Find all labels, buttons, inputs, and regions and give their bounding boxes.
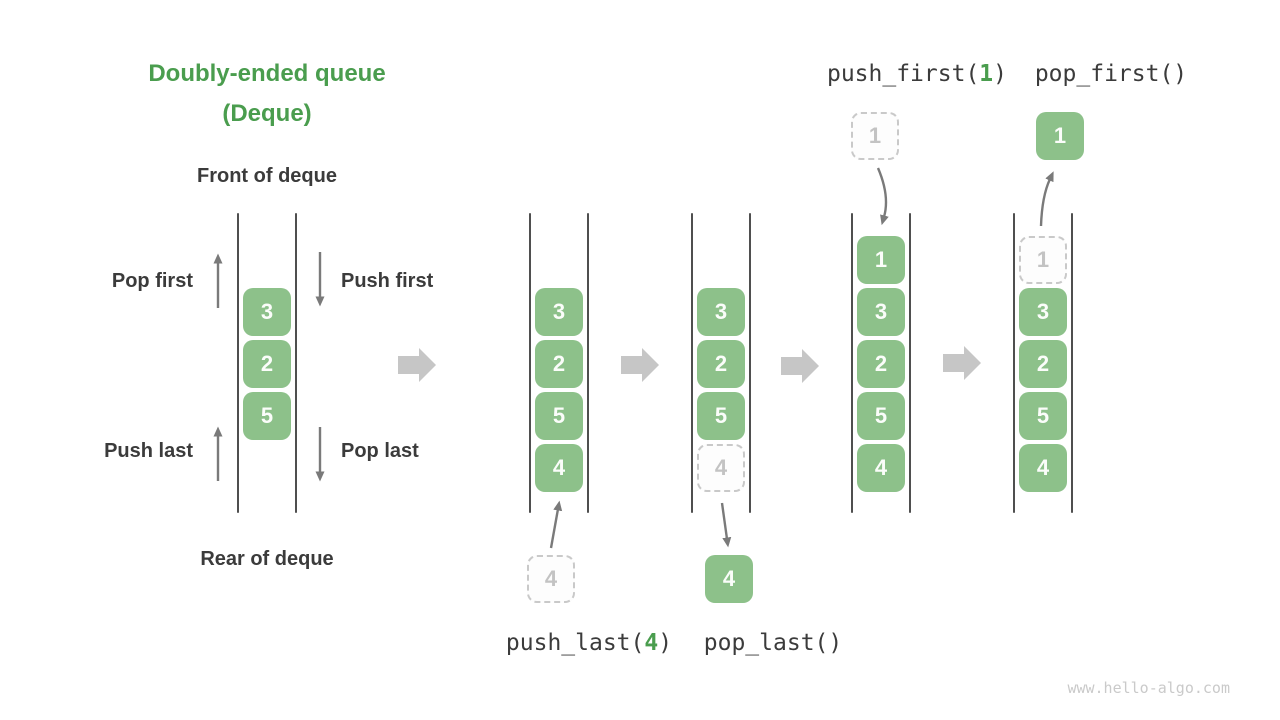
queue-cell: 2	[243, 340, 291, 388]
popped-element: 4	[705, 555, 753, 603]
queue-frame-initial	[237, 213, 297, 513]
queue-cell: 4	[1019, 444, 1067, 492]
queue-cell: 1	[857, 236, 905, 284]
front-of-deque-label: Front of deque	[197, 165, 337, 187]
queue-frame-pop-first	[1013, 213, 1073, 513]
queue-cell: 4	[535, 444, 583, 492]
queue-cell: 5	[857, 392, 905, 440]
queue-wall	[749, 213, 751, 513]
push-last-code-label: push_last(4)	[506, 630, 672, 656]
push-last-insert-arrow-icon	[549, 500, 563, 549]
queue-cell: 5	[1019, 392, 1067, 440]
code-prefix: push_last(	[505, 630, 645, 656]
removed-element-ghost: 1	[1019, 236, 1067, 284]
queue-wall	[529, 213, 531, 513]
queue-cell: 3	[1019, 288, 1067, 336]
diagram-title-line1: Doubly-ended queue	[148, 60, 386, 87]
queue-wall	[587, 213, 589, 513]
queue-cell: 5	[243, 392, 291, 440]
push-first-label: Push first	[341, 270, 434, 292]
queue-cell: 5	[697, 392, 745, 440]
code-arg: 1	[979, 61, 994, 87]
queue-wall	[295, 213, 297, 513]
push-last-label: Push last	[104, 440, 193, 462]
queue-frame-push-last	[529, 213, 589, 513]
removed-element-ghost: 4	[697, 444, 745, 492]
step-arrow-icon	[943, 346, 981, 380]
queue-cell: 3	[697, 288, 745, 336]
pop-last-label: Pop last	[341, 440, 419, 462]
queue-cell: 2	[857, 340, 905, 388]
step-arrow-icon	[781, 349, 819, 383]
queue-wall	[1071, 213, 1073, 513]
queue-cell: 2	[1019, 340, 1067, 388]
queue-wall	[909, 213, 911, 513]
diagram-title: Doubly-ended queue (Deque)	[100, 54, 434, 134]
step-arrow-icon	[398, 348, 436, 382]
queue-cell: 2	[535, 340, 583, 388]
queue-cell: 5	[535, 392, 583, 440]
queue-wall	[851, 213, 853, 513]
code-suffix: )	[658, 630, 673, 656]
rear-of-deque-label: Rear of deque	[200, 548, 334, 570]
queue-frame-pop-last	[691, 213, 751, 513]
pop-last-code-label: pop_last()	[703, 630, 843, 656]
popped-element: 1	[1036, 112, 1084, 160]
queue-wall	[1013, 213, 1015, 513]
step-arrow-icon	[621, 348, 659, 382]
incoming-element-ghost: 4	[527, 555, 575, 603]
watermark: www.hello-algo.com	[1067, 679, 1230, 697]
code-arg: 4	[644, 630, 659, 656]
code-prefix: push_first(	[826, 61, 980, 87]
diagram-title-line2: (Deque)	[222, 100, 312, 127]
code-suffix: )	[993, 61, 1008, 87]
queue-wall	[691, 213, 693, 513]
push-first-code-label: push_first(1)	[827, 61, 1007, 87]
queue-frame-push-first	[851, 213, 911, 513]
incoming-element-ghost: 1	[851, 112, 899, 160]
queue-cell: 3	[243, 288, 291, 336]
pop-first-label: Pop first	[111, 270, 193, 292]
queue-cell: 2	[697, 340, 745, 388]
queue-cell: 3	[535, 288, 583, 336]
queue-cell: 4	[857, 444, 905, 492]
queue-cell: 3	[857, 288, 905, 336]
pop-first-code-label: pop_first()	[1034, 61, 1188, 87]
push-first-insert-arrow-icon	[876, 167, 889, 226]
queue-wall	[237, 213, 239, 513]
